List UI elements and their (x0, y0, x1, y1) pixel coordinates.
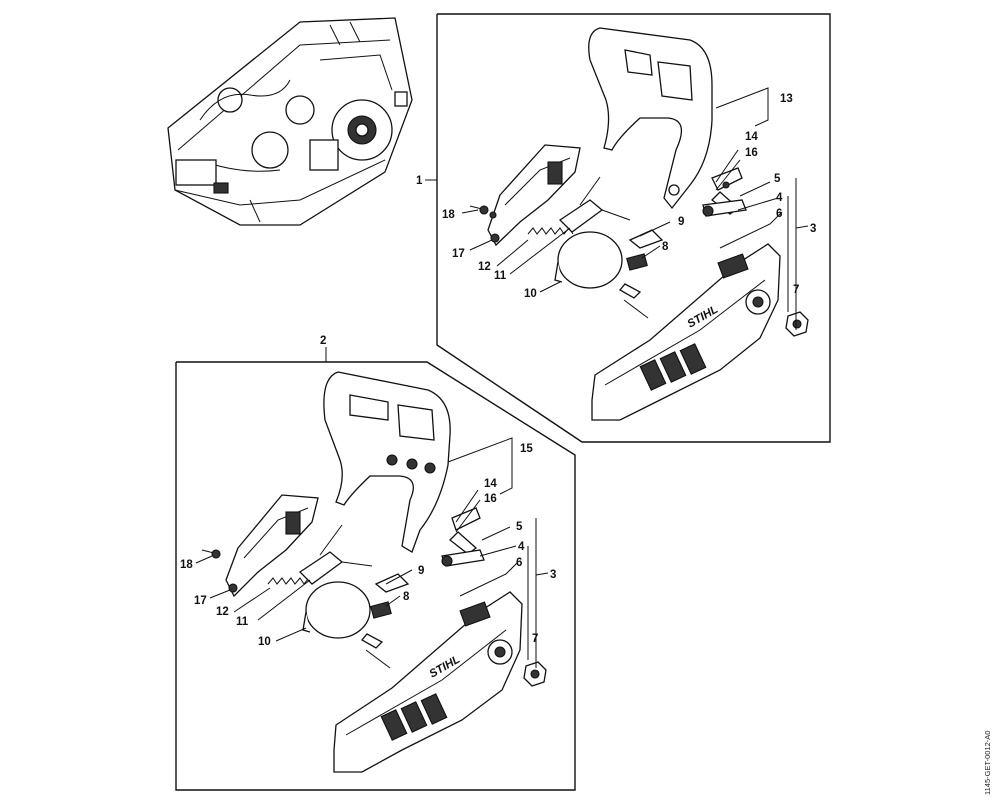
callout-10: 10 (524, 288, 537, 300)
callout-14-b: 14 (484, 478, 497, 490)
callout-16: 16 (745, 147, 758, 159)
callout-12: 12 (478, 261, 491, 273)
spring-12 (527, 176, 601, 235)
callout-6-b: 6 (516, 557, 522, 569)
callout-2: 2 (320, 335, 326, 347)
callout-4: 4 (776, 192, 783, 204)
callout-5-b: 5 (516, 521, 523, 533)
lever-14-16-b (441, 507, 485, 567)
callout-8-b: 8 (403, 591, 410, 603)
bracket-11-b (298, 551, 373, 585)
kit-1-parts: STIHL (469, 27, 809, 421)
callout-16-b: 16 (484, 493, 497, 505)
hand-guard-15 (323, 371, 451, 553)
callout-3-b: 3 (550, 569, 556, 581)
brake-housing-17-b (225, 494, 319, 598)
callout-9: 9 (678, 216, 684, 228)
kit-1-frame (425, 13, 831, 443)
brake-housing-17 (487, 144, 581, 247)
kit-2-parts: STIHL (201, 371, 547, 773)
callout-labels: 1 2 13 14 16 5 4 6 3 7 9 8 18 17 12 11 1… (180, 93, 816, 648)
callout-17-b: 17 (194, 595, 207, 607)
callout-8: 8 (662, 241, 669, 253)
hand-guard-13 (588, 27, 713, 210)
kit-2-frame (175, 347, 576, 791)
callout-12-b: 12 (216, 606, 229, 618)
screw-18 (469, 205, 489, 215)
lever-14-16 (702, 167, 747, 217)
kit-2-leaders (195, 437, 549, 668)
callout-14: 14 (745, 131, 758, 143)
kit-1-leaders (461, 87, 809, 330)
cover-vents (639, 343, 707, 391)
callout-6: 6 (776, 208, 782, 220)
callout-15: 15 (520, 443, 533, 455)
brake-band-10-b (302, 581, 371, 639)
callout-7: 7 (793, 284, 799, 296)
callout-3: 3 (810, 223, 816, 235)
sprocket-cover-3-b: STIHL (333, 591, 523, 773)
spring-12-b (267, 524, 343, 585)
pin-6 (623, 299, 649, 319)
nut-7 (785, 311, 809, 337)
screw-18-b (201, 549, 221, 559)
callout-10-b: 10 (258, 636, 271, 648)
brake-band-10 (554, 231, 623, 289)
callout-18: 18 (442, 209, 455, 221)
doc-reference: 1145-GET-0012-A0 (983, 731, 992, 795)
pin-6-b (365, 649, 391, 669)
engine-overview-illustration (167, 17, 413, 226)
callout-11: 11 (494, 270, 507, 282)
cover-vents-b (380, 693, 448, 741)
callout-5: 5 (774, 173, 781, 185)
nut-7-b (523, 661, 547, 687)
callout-9-b: 9 (418, 565, 424, 577)
callout-17: 17 (452, 248, 465, 260)
callout-11-b: 11 (236, 616, 249, 628)
sprocket-cover-3: STIHL (591, 243, 781, 421)
callout-18-b: 18 (180, 559, 193, 571)
spring-9-b (374, 573, 410, 593)
bracket-11 (558, 199, 631, 233)
callout-1: 1 (416, 175, 423, 187)
callout-13: 13 (780, 93, 793, 105)
callout-4-b: 4 (518, 541, 525, 553)
callout-7-b: 7 (532, 633, 538, 645)
